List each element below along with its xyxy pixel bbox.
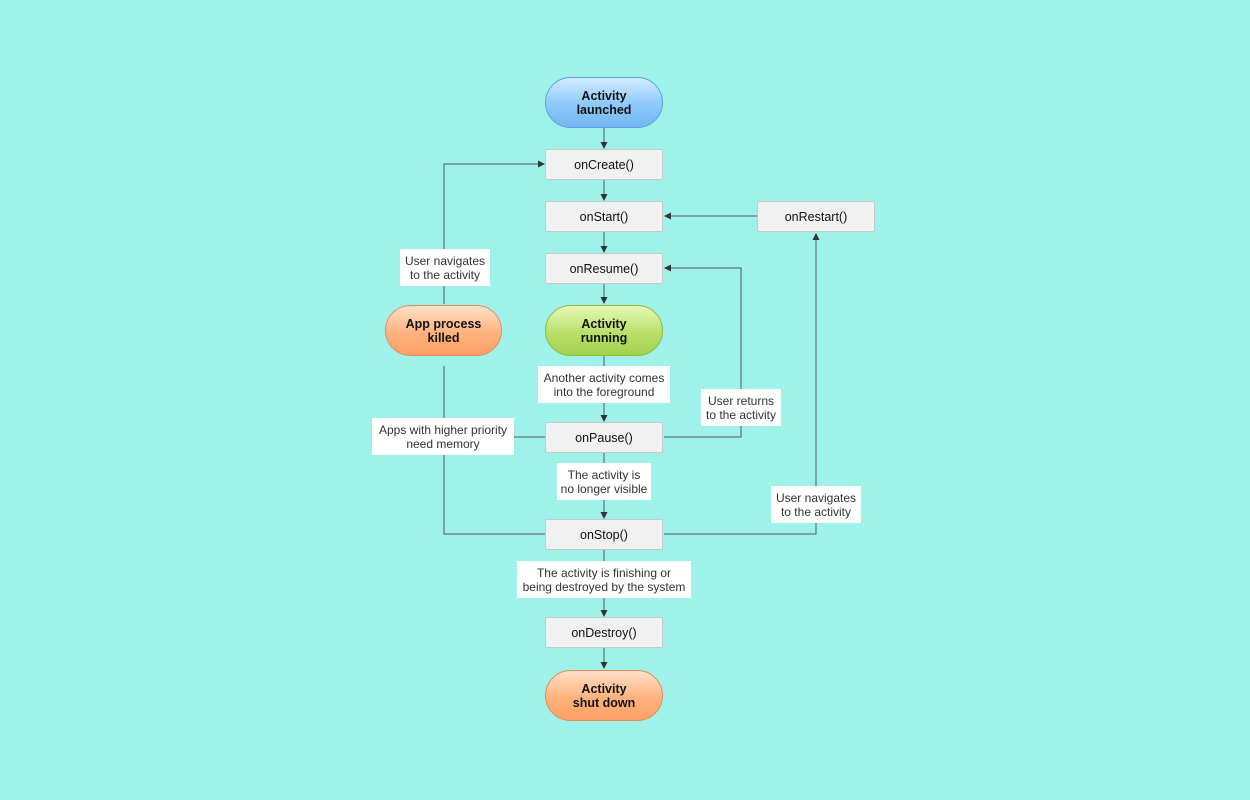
arrowhead-onstart-left: [664, 212, 671, 220]
arrowhead-running: [600, 297, 608, 304]
arrowhead-oncreate: [600, 142, 608, 149]
label-user-returns: User returns to the activity: [701, 389, 781, 426]
arrowhead-oncreate-right: [538, 160, 545, 168]
arrowhead-shutdown: [600, 662, 608, 669]
label-higher-priority: Apps with higher priority need memory: [372, 418, 514, 455]
app-process-killed-node: App process killed: [385, 305, 502, 356]
arrowhead-onresume-left: [664, 264, 671, 272]
onpause-node: onPause(): [545, 422, 663, 453]
edge-onpause-onresume: [664, 267, 742, 438]
label-no-longer-visible: The activity is no longer visible: [557, 463, 651, 500]
arrowhead-onrestart-up: [812, 233, 820, 240]
label-user-navigates-right: User navigates to the activity: [771, 486, 861, 523]
activity-launched-node: Activity launched: [545, 77, 663, 128]
label-another-activity: Another activity comes into the foregrou…: [538, 366, 670, 403]
arrowhead-onpause: [600, 415, 608, 422]
onstart-node: onStart(): [545, 201, 663, 232]
activity-shut-down-node: Activity shut down: [545, 670, 663, 721]
arrowhead-onresume: [600, 246, 608, 253]
label-finishing: The activity is finishing or being destr…: [517, 561, 691, 598]
oncreate-node: onCreate(): [545, 149, 663, 180]
onresume-node: onResume(): [545, 253, 663, 284]
ondestroy-node: onDestroy(): [545, 617, 663, 648]
arrowhead-ondestroy: [600, 610, 608, 617]
arrowhead-onstop: [600, 512, 608, 519]
activity-running-node: Activity running: [545, 305, 663, 356]
edge-onstop-onrestart: [664, 239, 817, 535]
onstop-node: onStop(): [545, 519, 663, 550]
arrowhead-onstart: [600, 194, 608, 201]
onrestart-node: onRestart(): [757, 201, 875, 232]
label-user-navigates-top: User navigates to the activity: [400, 249, 490, 286]
